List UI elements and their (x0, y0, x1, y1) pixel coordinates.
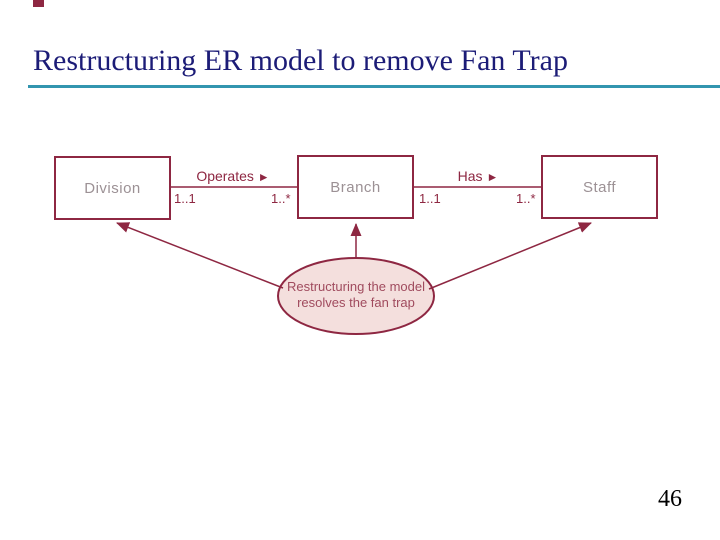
entity-staff-label: Staff (582, 178, 617, 196)
corner-decoration (33, 0, 44, 7)
note-line-2: resolves the fan trap (297, 295, 415, 310)
direction-right-icon: ► (486, 170, 499, 184)
note-annotation: Restructuring the model resolves the fan… (266, 279, 446, 311)
entity-branch-label: Branch (330, 178, 381, 196)
entity-division: Division (54, 156, 171, 220)
cardinality-branch-right-side: 1..1 (419, 191, 441, 206)
arrow-to-division (116, 222, 284, 289)
relationship-has-label: Has ► (428, 168, 528, 184)
relationship-has-text: Has (457, 168, 483, 184)
cardinality-branch-left-side: 1..* (271, 191, 291, 206)
cardinality-division-side: 1..1 (174, 191, 196, 206)
arrow-to-staff (428, 222, 592, 290)
direction-right-icon: ► (257, 170, 270, 184)
cardinality-staff-side: 1..* (516, 191, 536, 206)
title-underline (28, 85, 720, 88)
relationship-operates-label: Operates ► (183, 168, 283, 184)
page-title: Restructuring ER model to remove Fan Tra… (33, 44, 568, 77)
entity-staff: Staff (541, 155, 658, 219)
page-number: 46 (658, 486, 682, 512)
entity-division-label: Division (84, 179, 141, 197)
entity-branch: Branch (297, 155, 414, 219)
relationship-operates-text: Operates (196, 168, 254, 184)
note-ellipse (277, 257, 435, 335)
note-line-1: Restructuring the model (286, 279, 425, 294)
